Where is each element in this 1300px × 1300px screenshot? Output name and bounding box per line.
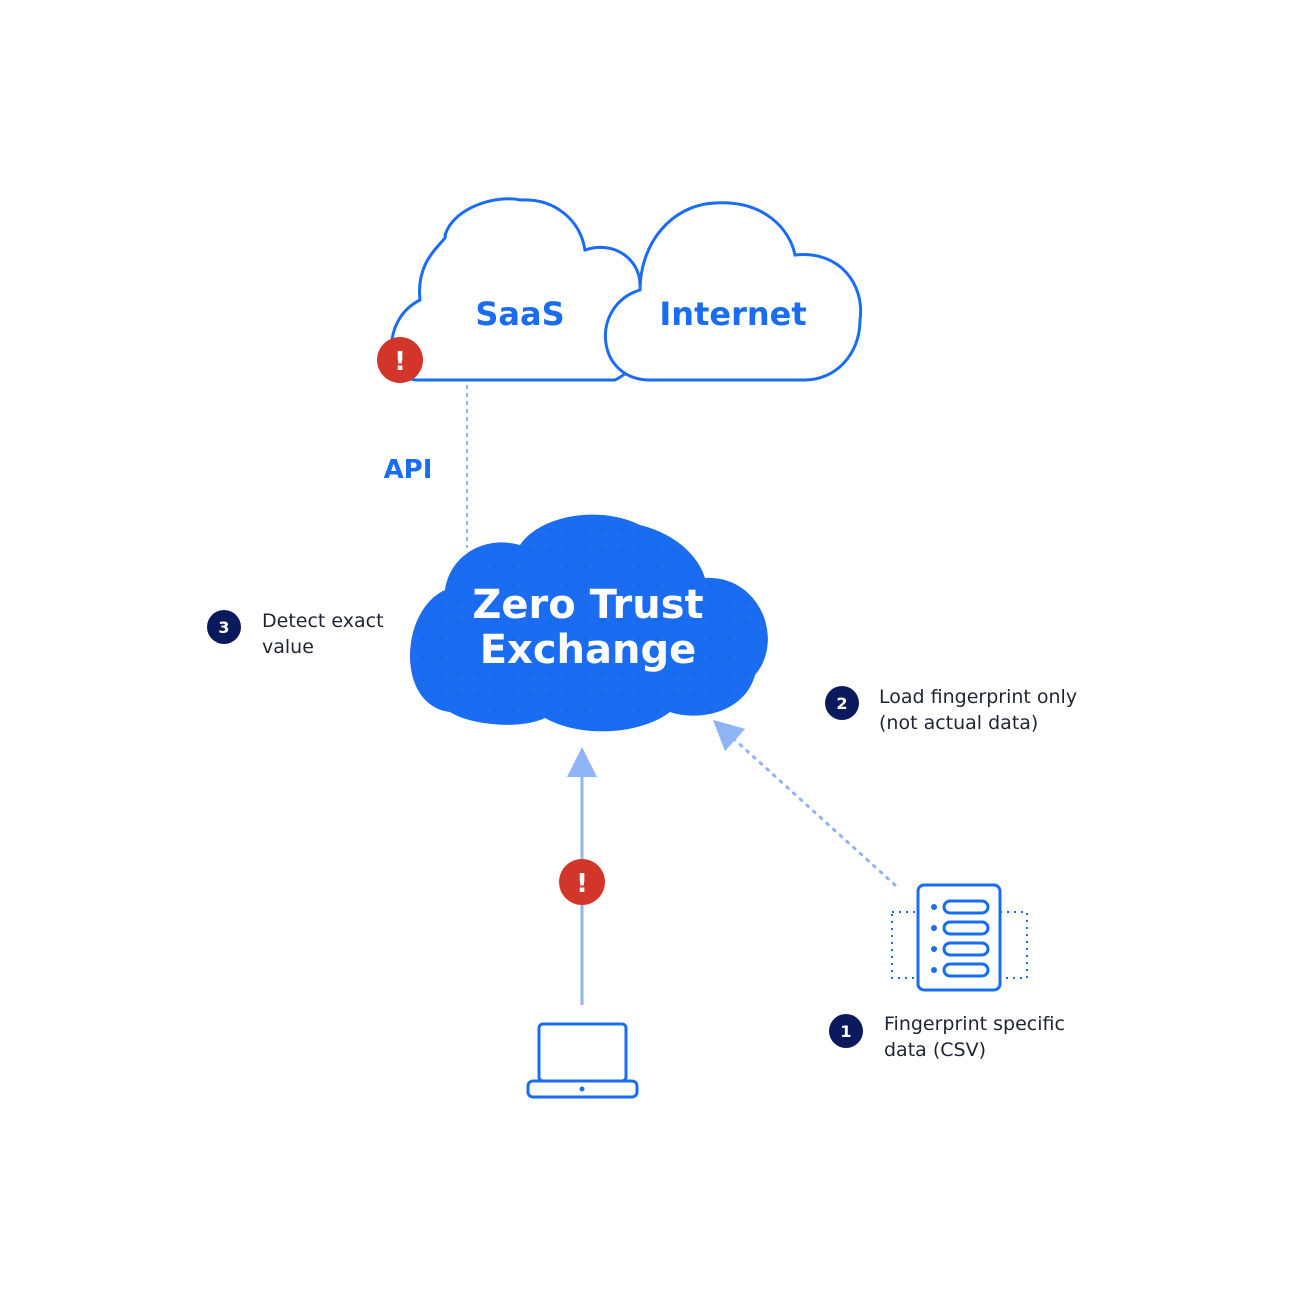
step-number: 1	[840, 1022, 851, 1041]
step-badge-1: 1	[829, 1014, 863, 1048]
internet-label: Internet	[659, 295, 806, 333]
fingerprint-load-arrow	[712, 719, 897, 887]
saas-label: SaaS	[475, 295, 564, 333]
step-badge-3: 3	[207, 610, 241, 644]
step-1-line1: Fingerprint specific	[884, 1013, 1065, 1035]
alert-mark: !	[576, 869, 588, 899]
step-1-line2: data (CSV)	[884, 1039, 986, 1061]
step-number: 3	[218, 618, 229, 637]
api-label: API	[384, 455, 433, 485]
database-server-icon	[891, 883, 1028, 992]
step-3-line2: value	[262, 636, 314, 658]
step-2-line1: Load fingerprint only	[879, 686, 1078, 708]
step-2-description: Load fingerprint only (not actual data)	[879, 684, 1077, 736]
step-number: 2	[836, 694, 847, 713]
zte-line1: Zero Trust	[472, 582, 703, 628]
step-3-description: Detect exact value	[262, 608, 384, 660]
step-1-description: Fingerprint specific data (CSV)	[884, 1011, 1065, 1063]
internet-cloud: Internet	[604, 201, 863, 382]
alert-icon: !	[559, 859, 605, 905]
zero-trust-exchange-cloud: Zero Trust Exchange	[410, 514, 768, 732]
step-3-line1: Detect exact	[262, 610, 384, 632]
step-badge-2: 2	[825, 686, 859, 720]
step-2-line2: (not actual data)	[879, 712, 1039, 734]
laptop-icon	[526, 1022, 639, 1099]
alert-icon: !	[377, 337, 423, 383]
zte-line2: Exchange	[480, 627, 697, 673]
alert-mark: !	[394, 347, 406, 377]
